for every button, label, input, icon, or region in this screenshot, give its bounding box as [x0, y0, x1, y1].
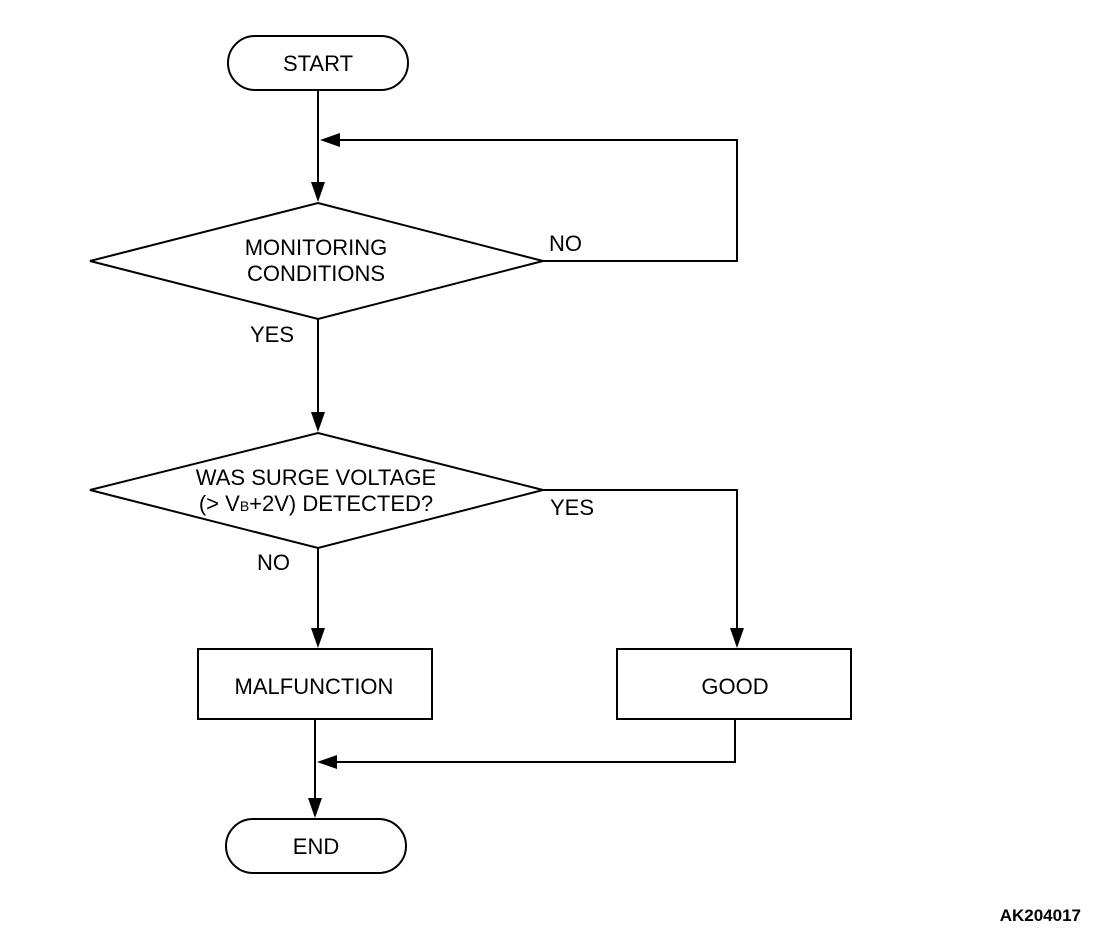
figure-id: AK204017 — [1000, 906, 1081, 925]
decision-surge-voltage: WAS SURGE VOLTAGE (> VB+2V) DETECTED? — [89, 431, 544, 550]
end-terminator: END — [225, 818, 407, 874]
decision2-line2-subscript: B — [240, 498, 249, 514]
decision1-line1: MONITORING — [245, 235, 388, 260]
arrowhead-loop-return — [320, 133, 340, 147]
decision1-no-label: NO — [549, 231, 582, 256]
start-label: START — [283, 51, 353, 76]
decision-monitoring-conditions: MONITORING CONDITIONS — [89, 201, 544, 321]
decision2-yes-label: YES — [550, 495, 594, 520]
decision1-line2: CONDITIONS — [247, 261, 385, 286]
arrowhead-decision1-in — [311, 182, 325, 202]
good-box: GOOD — [616, 648, 852, 720]
decision2-line2-suffix: +2V) DETECTED? — [249, 491, 433, 516]
end-label: END — [293, 834, 339, 859]
decision2-line2: (> VB+2V) DETECTED? — [199, 491, 433, 516]
arrowhead-good-in — [730, 628, 744, 648]
decision2-line1: WAS SURGE VOLTAGE — [196, 465, 436, 490]
arrowhead-merge — [317, 755, 337, 769]
malfunction-label: MALFUNCTION — [235, 674, 394, 699]
arrowhead-end-in — [308, 798, 322, 818]
malfunction-box: MALFUNCTION — [197, 648, 433, 720]
connector-decision1-no-loop — [338, 139, 738, 262]
connector-decision2-to-good — [543, 489, 738, 630]
good-label: GOOD — [701, 674, 768, 699]
arrowhead-decision2-in — [311, 412, 325, 432]
decision2-no-label: NO — [257, 550, 290, 575]
connector-good-to-merge — [336, 719, 736, 763]
arrowhead-malfunction-in — [311, 628, 325, 648]
decision2-line2-prefix: (> V — [199, 491, 240, 516]
start-terminator: START — [227, 35, 409, 91]
decision1-yes-label: YES — [250, 322, 294, 347]
